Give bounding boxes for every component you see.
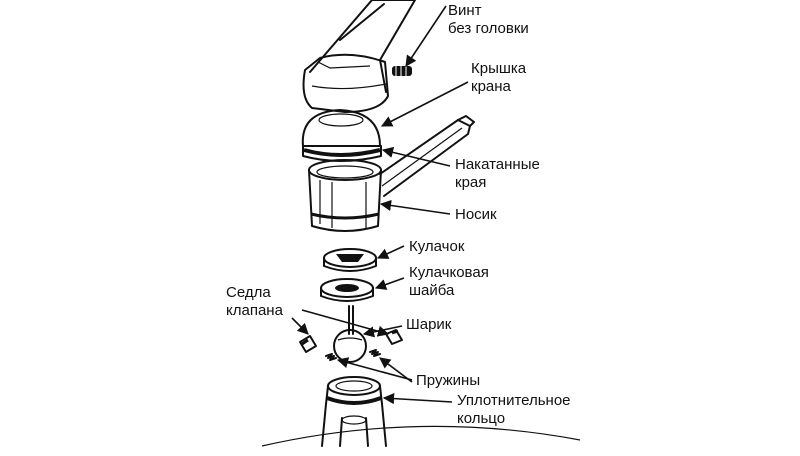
ball-part <box>333 305 367 363</box>
faucet-base-part <box>321 376 387 447</box>
valve-seat-right <box>385 329 403 345</box>
label-ball: Шарик <box>406 316 452 333</box>
leader-screw <box>405 5 447 67</box>
valve-seat-left <box>299 335 317 353</box>
sink-edge <box>261 425 581 447</box>
leader-spout <box>379 199 451 215</box>
leader-oring <box>382 393 453 405</box>
cam-washer-part <box>320 278 374 302</box>
spring-left <box>325 353 337 361</box>
leader-cam <box>376 245 405 259</box>
leader-knurled <box>381 146 451 167</box>
leader-seat-left <box>291 317 309 335</box>
label-spout: Носик <box>455 206 497 223</box>
cam-part <box>323 248 377 272</box>
leader-cap <box>381 81 469 127</box>
spout-part <box>379 115 475 197</box>
screw-part <box>392 66 412 76</box>
label-cam: Кулачок <box>409 238 465 255</box>
handle-part <box>302 0 416 113</box>
leader-springs-a <box>336 357 413 381</box>
body-part <box>308 159 382 232</box>
leader-springs-b <box>379 357 413 383</box>
cap-part <box>301 109 382 162</box>
leader-cam-washer <box>374 277 405 290</box>
spring-right <box>369 349 381 357</box>
leader-seat-right <box>301 309 390 337</box>
label-springs: Пружины <box>416 372 481 389</box>
